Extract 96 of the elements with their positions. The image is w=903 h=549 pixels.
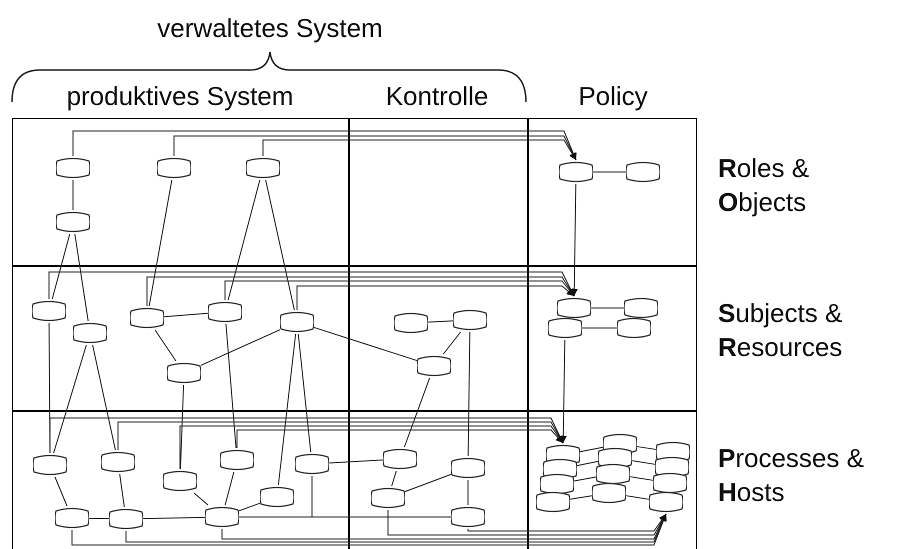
cylinder-node [101, 450, 135, 474]
cylinder-node [649, 490, 683, 514]
connector-line [54, 476, 68, 506]
cylinder-node [653, 471, 687, 495]
connector-line [580, 446, 604, 452]
arrow [48, 272, 574, 300]
connector-line [314, 326, 418, 362]
cylinder-node [624, 296, 658, 320]
cylinder-node [626, 160, 660, 184]
cylinder-node [167, 361, 201, 385]
connector-line [224, 472, 234, 506]
connector-line [194, 492, 208, 506]
cylinder-node [205, 505, 239, 529]
connector-line [238, 502, 260, 512]
arrow [50, 418, 564, 454]
cylinder-node [453, 308, 487, 332]
connector-line [72, 180, 74, 210]
connector-line [265, 180, 295, 310]
connector-line [576, 460, 598, 466]
cylinder-node [451, 505, 485, 529]
cylinder-node [536, 490, 570, 514]
cylinder-node [163, 469, 197, 493]
connector-line [404, 474, 452, 492]
connector-line [468, 332, 470, 456]
arrow [118, 422, 564, 450]
cylinder-node [157, 156, 191, 180]
arrow [180, 426, 564, 470]
connector-line [164, 312, 208, 318]
cylinder-node [548, 316, 582, 340]
cylinder-node [559, 160, 593, 184]
cylinder-node [394, 311, 428, 335]
cylinder-node [592, 481, 626, 505]
connector-line [428, 320, 454, 323]
connector-line [391, 470, 397, 486]
row-label: Subjects & Resources [718, 297, 844, 364]
connector-line [180, 384, 184, 470]
cylinder-node [417, 354, 451, 378]
cylinder-node [557, 296, 591, 320]
cylinder-node [130, 306, 164, 330]
cylinder-node [383, 447, 417, 471]
connector-line [630, 476, 654, 481]
cylinder-node [246, 156, 280, 180]
connector-line [632, 460, 656, 465]
connector-line [200, 329, 280, 366]
cylinder-node [295, 452, 329, 476]
cylinder-node [32, 299, 66, 323]
arrow [468, 514, 666, 532]
cylinder-node [208, 300, 242, 324]
cylinder-node [596, 462, 630, 486]
column-heading: produktives System [66, 80, 294, 113]
column-heading: verwaltetes System [156, 12, 384, 45]
cylinder-node [56, 156, 90, 180]
connector-line [626, 495, 650, 500]
connector-line [92, 344, 116, 450]
column-heading: Kontrolle [384, 80, 490, 113]
connector-line [52, 234, 70, 300]
arrow [72, 514, 667, 546]
connector-line [228, 180, 260, 300]
connector-line [53, 344, 87, 454]
arrow [296, 286, 574, 310]
cylinder-node [33, 453, 67, 477]
connector-line [312, 476, 452, 518]
cylinder-node [617, 316, 651, 340]
connector-line [225, 324, 237, 448]
cylinder-node [260, 485, 294, 509]
connector-line [154, 330, 176, 362]
connector-line [278, 334, 296, 486]
connector-line [142, 516, 206, 520]
connector-line [119, 474, 125, 508]
row-label: Processes & Hosts [718, 442, 865, 509]
cylinder-node [109, 507, 143, 531]
connector-line [298, 334, 312, 452]
cylinder-node [371, 486, 405, 510]
cylinder-node [73, 321, 107, 345]
connector-line [74, 234, 89, 322]
connector-line [442, 332, 462, 354]
connector-line [88, 518, 110, 520]
arrow [224, 280, 574, 300]
connector-line [328, 459, 384, 464]
cylinder-node [220, 448, 254, 472]
connector-line [148, 180, 172, 306]
arrow [262, 140, 576, 160]
cylinder-node [451, 456, 485, 480]
arrow [236, 430, 564, 448]
connector-line [404, 378, 430, 448]
connector-line [570, 495, 592, 500]
cylinder-node [280, 310, 314, 334]
connector-line [636, 446, 656, 450]
arrow [388, 510, 666, 536]
connector-line [574, 476, 596, 482]
row-label: Roles & Objects [718, 152, 810, 219]
arrow [146, 276, 574, 306]
cylinder-node [56, 210, 90, 234]
cylinder-node [55, 506, 89, 530]
column-heading: Policy [577, 80, 649, 113]
cylinder-node [540, 472, 574, 496]
